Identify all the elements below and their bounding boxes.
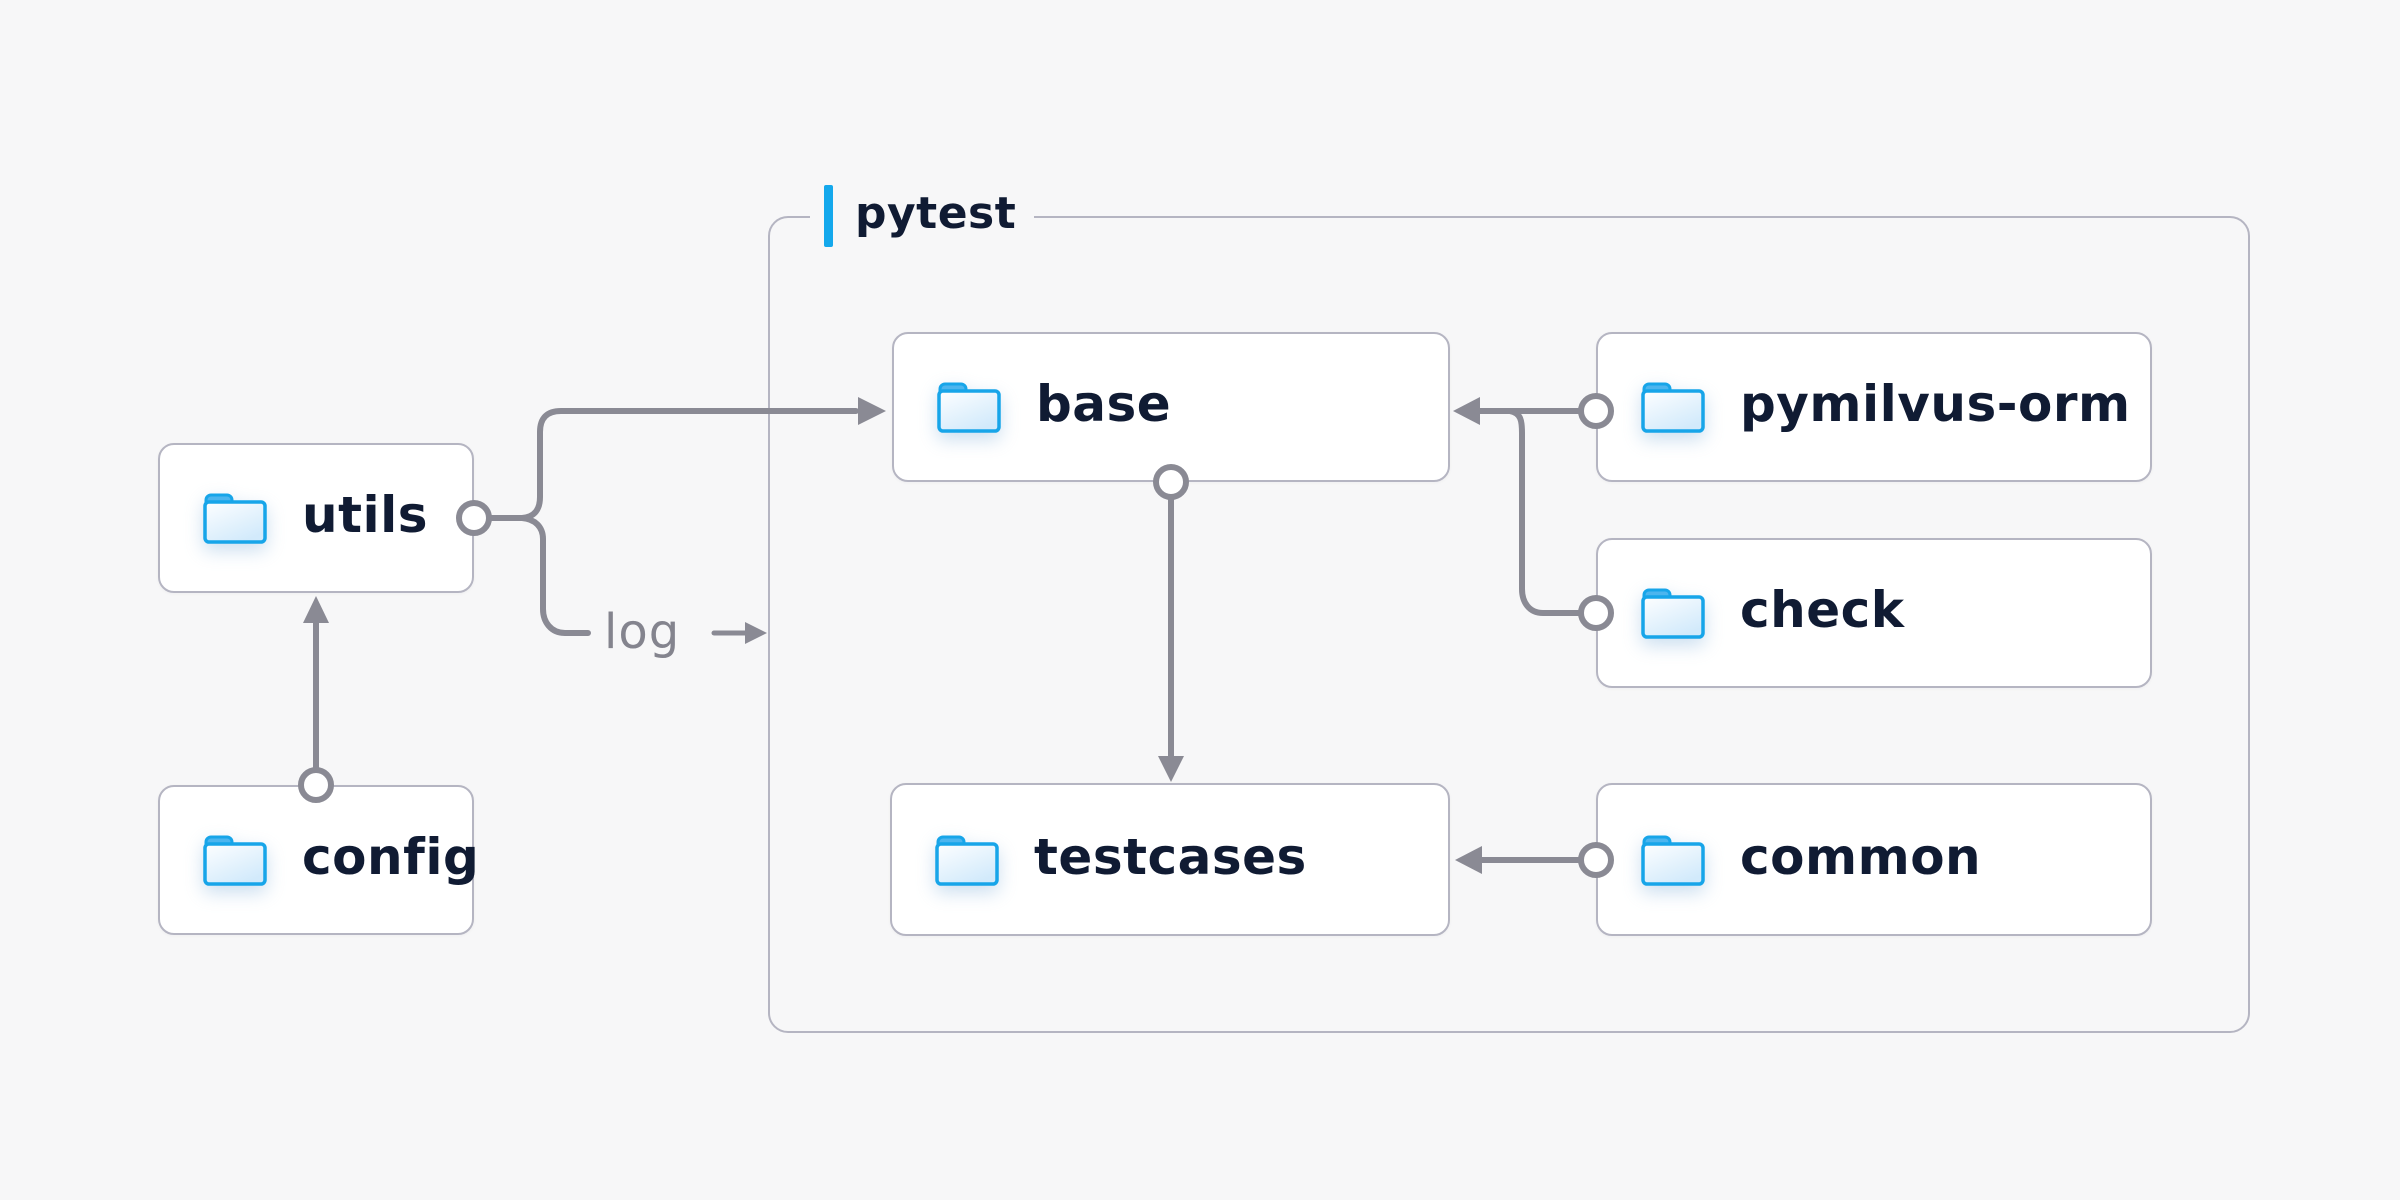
edge-label-log: log [604,604,681,660]
folder-icon [1641,382,1705,433]
node-config: config [158,785,479,935]
node-label: pymilvus-orm [1740,375,2131,433]
node-base: base [892,332,1450,482]
folder-icon [937,382,1001,433]
edge-utils-log [519,515,591,636]
node-utils: utils [158,443,474,593]
node-label: config [302,828,480,886]
folder-icon [203,493,267,544]
folder-icon [935,835,999,886]
node-label: utils [302,486,429,544]
folder-icon [1641,835,1705,886]
node-common: common [1596,783,2152,936]
node-label: base [1036,375,1172,433]
arrowhead-right-small-icon [745,622,767,644]
node-label: testcases [1034,827,1307,886]
folder-icon [1641,588,1705,639]
node-check: check [1596,538,2152,688]
pytest-group-container [768,216,2250,1033]
pytest-group-label: pytest [810,183,1035,249]
folder-icon [203,835,267,886]
accent-bar-icon [824,185,833,247]
node-label: common [1740,827,1982,886]
node-label: check [1740,581,1905,639]
arrowhead-up-icon [303,596,329,623]
node-pymilvus-orm: pymilvus-orm [1596,332,2152,482]
node-testcases: testcases [890,783,1450,936]
pytest-group-title: pytest [855,188,1017,239]
